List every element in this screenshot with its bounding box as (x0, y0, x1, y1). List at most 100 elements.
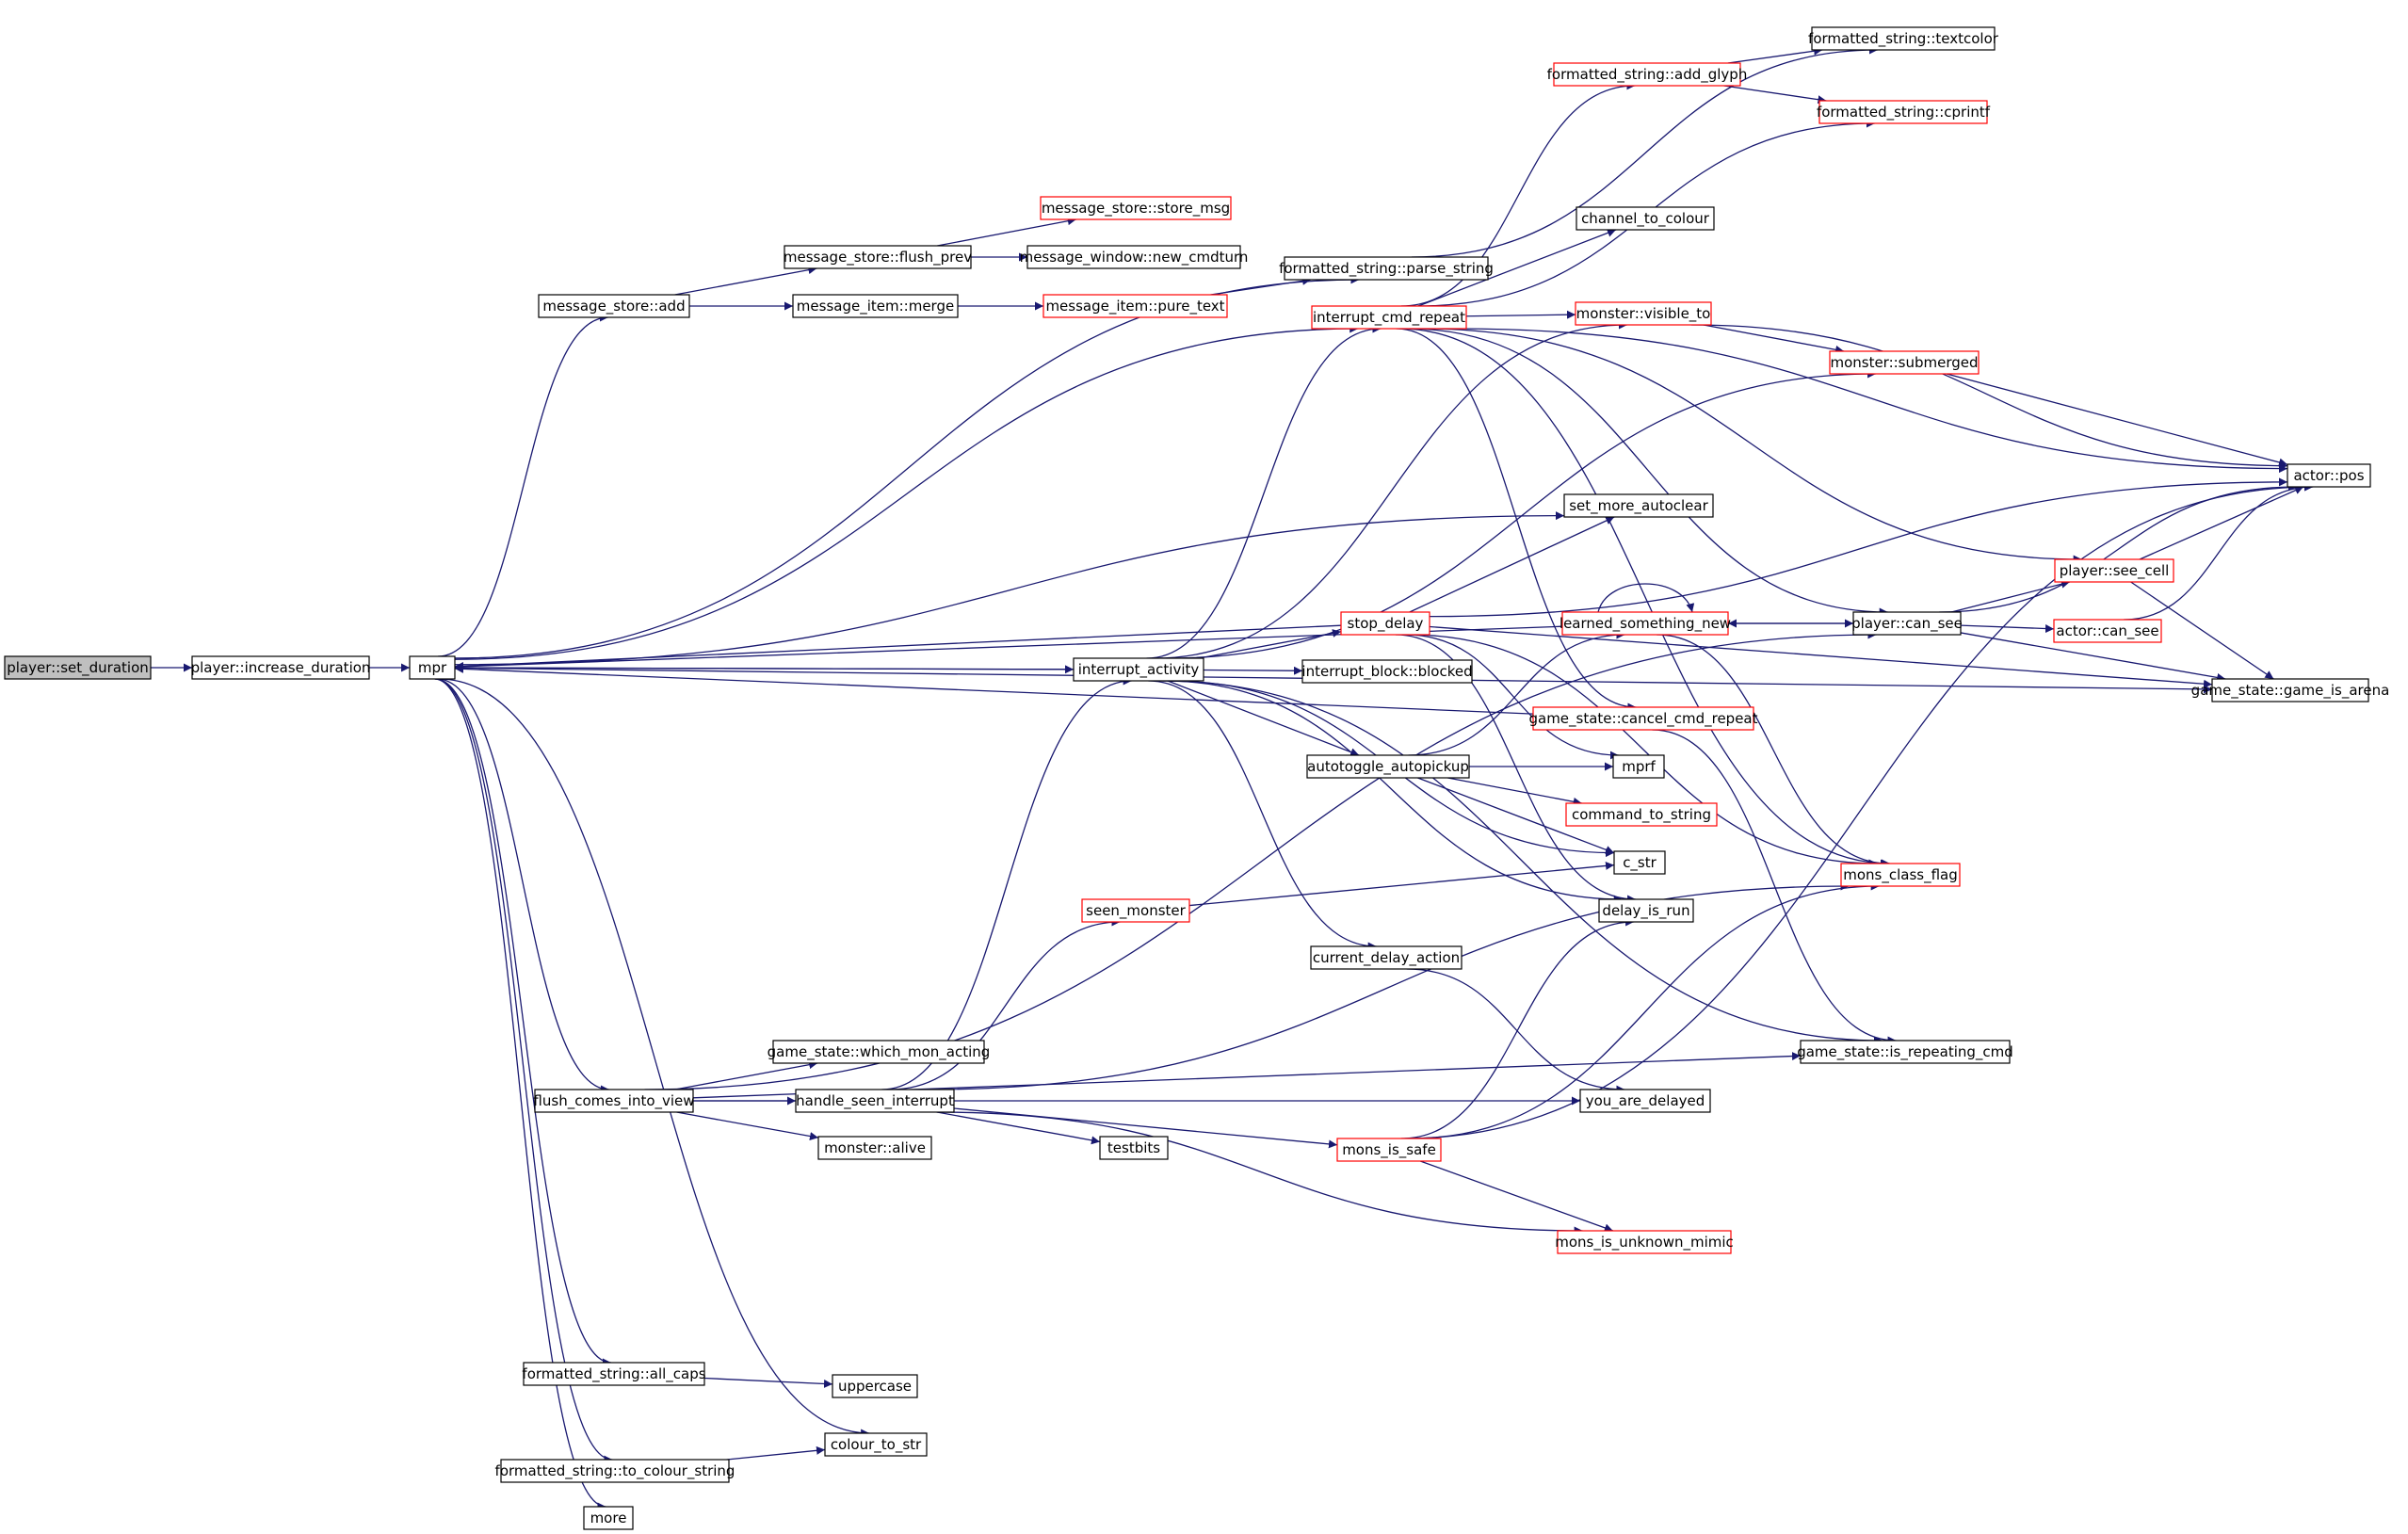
node-box (1040, 196, 1232, 220)
node-fs-parse-string[interactable]: formatted_string::parse_string (1279, 256, 1494, 281)
node-layer: player::set_duration player::increase_dur… (4, 26, 2390, 1530)
node-set-duration[interactable]: player::set_duration (4, 655, 152, 680)
call-edge (435, 678, 611, 1367)
node-fs-all-caps[interactable]: formatted_string::all_caps (522, 1362, 706, 1386)
node-box (1576, 206, 1715, 231)
node-more[interactable]: more (583, 1506, 634, 1530)
node-stop-delay[interactable]: stop_delay (1340, 611, 1430, 636)
node-delay-is-run[interactable]: delay_is_run (1598, 898, 1694, 923)
node-ms-store-msg[interactable]: message_store::store_msg (1040, 196, 1232, 220)
node-mons-is-safe[interactable]: mons_is_safe (1336, 1138, 1442, 1162)
node-you-are-delayed[interactable]: you_are_delayed (1579, 1089, 1711, 1113)
node-autotoggle-autopickup[interactable]: autotoggle_autopickup (1306, 754, 1470, 779)
node-player-can-see[interactable]: player::can_see (1851, 611, 1963, 636)
node-actor-can-see[interactable]: actor::can_see (2053, 619, 2162, 643)
node-cancel-cmd-repeat[interactable]: game_state::cancel_cmd_repeat (1528, 706, 1758, 731)
node-is-repeating-cmd[interactable]: game_state::is_repeating_cmd (1797, 1040, 2013, 1064)
node-learned-something-new[interactable]: learned_something_new (1560, 611, 1731, 636)
node-testbits[interactable]: testbits (1099, 1136, 1169, 1160)
node-game-is-arena[interactable]: game_state::game_is_arena (2191, 678, 2390, 702)
node-fs-add-glyph[interactable]: formatted_string::add_glyph (1547, 62, 1748, 87)
node-colour-to-str[interactable]: colour_to_str (824, 1432, 928, 1457)
node-label: flush_comes_into_view (533, 1092, 694, 1110)
node-label: interrupt_cmd_repeat (1313, 309, 1465, 327)
node-mw-new-cmdturn[interactable]: message_window::new_cmdturn (1020, 245, 1249, 269)
node-interrupt-cmd-repeat[interactable]: interrupt_cmd_repeat (1311, 305, 1467, 330)
node-ms-flush-prev[interactable]: message_store::flush_prev (784, 245, 972, 269)
node-box (1561, 611, 1729, 636)
node-mprf[interactable]: mprf (1612, 754, 1665, 779)
call-edge (454, 663, 1075, 672)
node-label: seen_monster (1086, 902, 1186, 920)
call-edge (454, 624, 1342, 670)
node-label: delay_is_run (1602, 902, 1689, 920)
node-box (1840, 863, 1961, 887)
node-player-see-cell[interactable]: player::see_cell (2054, 558, 2174, 583)
node-label: player::can_see (1851, 615, 1963, 633)
node-seen-monster[interactable]: seen_monster (1081, 898, 1190, 923)
node-box (795, 1089, 955, 1113)
node-fs-to-colour-string[interactable]: formatted_string::to_colour_string (495, 1459, 735, 1483)
call-edge (1146, 324, 1382, 659)
node-label: mons_is_unknown_mimic (1555, 1234, 1734, 1251)
node-channel-to-colour[interactable]: channel_to_colour (1576, 206, 1715, 231)
node-box (1612, 754, 1665, 779)
node-monster-alive[interactable]: monster::alive (817, 1136, 932, 1160)
node-box (1336, 1138, 1442, 1162)
call-edge (1155, 320, 1627, 659)
call-edge (1456, 328, 2288, 474)
node-interrupt-block-blocked[interactable]: interrupt_block::blocked (1301, 659, 1473, 684)
node-mi-merge[interactable]: message_item::merge (792, 294, 959, 318)
node-label: message_item::merge (797, 298, 954, 315)
node-label: you_are_delayed (1586, 1092, 1705, 1110)
node-box (1818, 100, 1988, 124)
node-command-to-string[interactable]: command_to_string (1565, 802, 1718, 827)
node-monster-visible-to[interactable]: monster::visible_to (1575, 301, 1712, 326)
node-label: command_to_string (1572, 806, 1711, 824)
node-label: message_store::add (542, 298, 685, 315)
call-edge (1148, 680, 1377, 951)
node-label: colour_to_str (831, 1436, 922, 1454)
node-actor-pos[interactable]: actor::pos (2287, 463, 2371, 488)
node-label: monster::alive (824, 1139, 926, 1156)
call-edge (1166, 369, 1877, 659)
call-edge (1960, 624, 2055, 634)
node-flush-comes-into-view[interactable]: flush_comes_into_view (533, 1089, 695, 1113)
node-mi-pure-text[interactable]: message_item::pure_text (1042, 294, 1228, 318)
node-mons-class-flag[interactable]: mons_class_flag (1840, 863, 1961, 887)
node-ms-add[interactable]: message_store::add (538, 294, 690, 318)
node-box (1598, 898, 1694, 923)
node-label: testbits (1107, 1139, 1160, 1156)
node-fs-textcolor[interactable]: formatted_string::textcolor (1808, 26, 1999, 51)
node-label: formatted_string::parse_string (1279, 260, 1494, 278)
node-monster-submerged[interactable]: monster::submerged (1829, 350, 1980, 375)
node-box (1026, 245, 1241, 269)
call-edge (1405, 634, 1619, 760)
node-mpr[interactable]: mpr (409, 655, 456, 680)
call-edge (1411, 45, 1879, 258)
node-c-str[interactable]: c_str (1613, 850, 1666, 875)
call-edge (1408, 328, 1888, 617)
call-edge (1406, 968, 1625, 1094)
node-mons-is-unknown-mimic[interactable]: mons_is_unknown_mimic (1555, 1230, 1734, 1254)
node-set-more-autoclear[interactable]: set_more_autoclear (1563, 493, 1714, 518)
node-current-delay-action[interactable]: current_delay_action (1310, 945, 1463, 970)
call-edge (434, 678, 606, 1511)
call-edge (674, 1060, 818, 1090)
call-edge (1417, 229, 1617, 307)
node-uppercase[interactable]: uppercase (832, 1374, 918, 1398)
node-fs-cprintf[interactable]: formatted_string::cprintf (1817, 100, 1991, 124)
node-box (1301, 659, 1473, 684)
node-box (1073, 657, 1204, 682)
node-increase-duration[interactable]: player::increase_duration (191, 655, 371, 680)
node-interrupt-activity[interactable]: interrupt_activity (1073, 657, 1204, 682)
node-which-mon-acting[interactable]: game_state::which_mon_acting (768, 1040, 991, 1064)
node-box (772, 1040, 985, 1064)
node-label: handle_seen_interrupt (796, 1092, 954, 1110)
call-edge (1410, 881, 1880, 1139)
node-box (1099, 1136, 1169, 1160)
call-edge (1429, 625, 2213, 688)
node-label: game_state::cancel_cmd_repeat (1528, 710, 1757, 728)
call-edge (937, 217, 1076, 247)
node-handle-seen-interrupt[interactable]: handle_seen_interrupt (795, 1089, 955, 1113)
